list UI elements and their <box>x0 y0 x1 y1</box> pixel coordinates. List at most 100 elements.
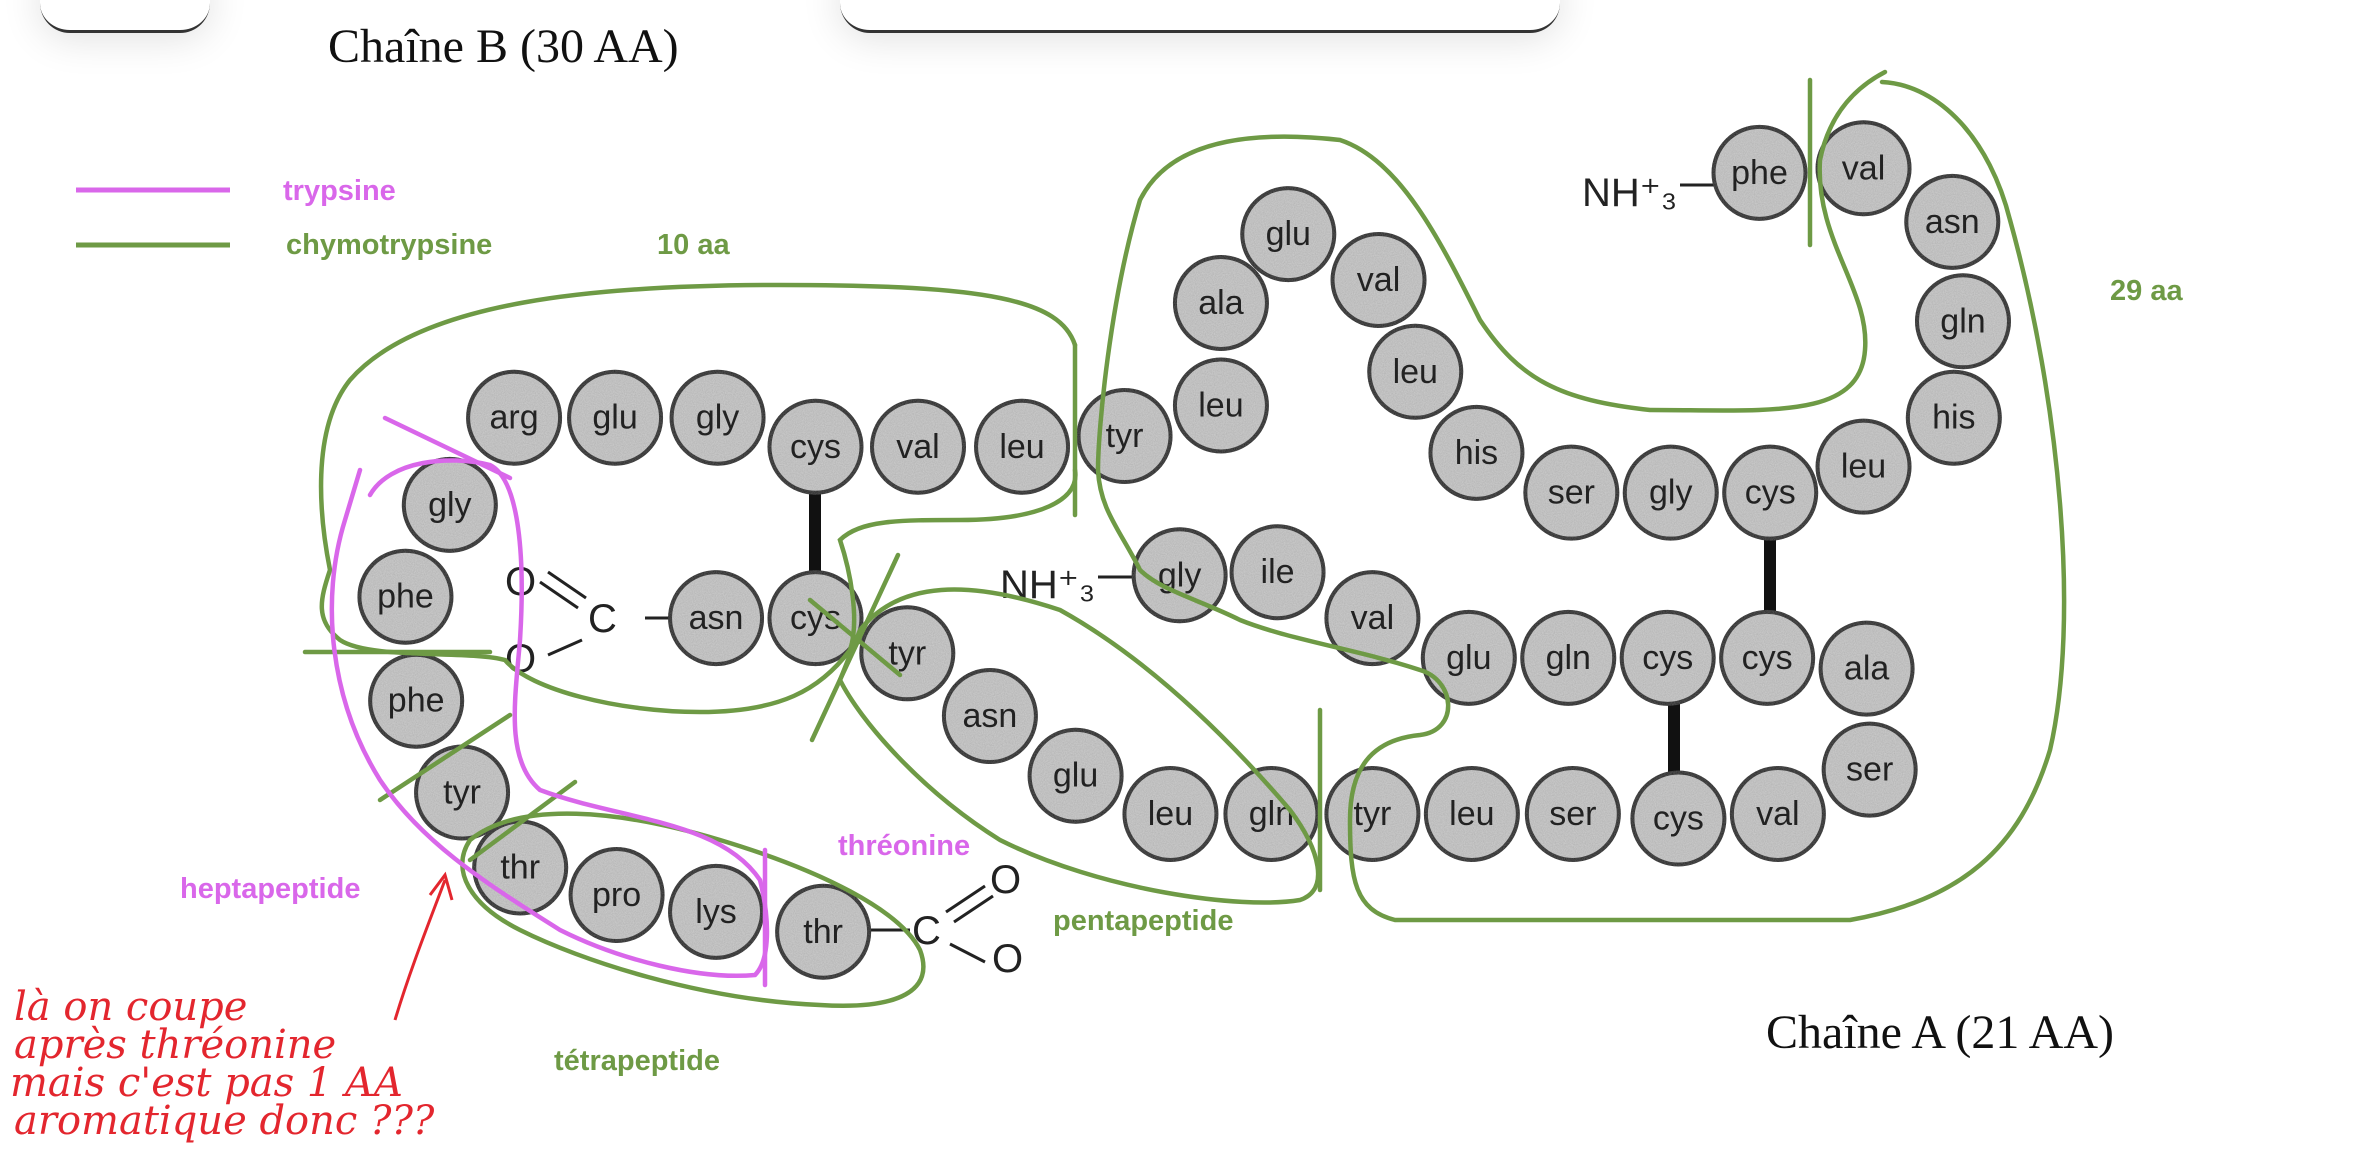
residue-label: glu <box>1053 757 1098 795</box>
residue-label: ser <box>1549 795 1596 833</box>
residue-a-13-leu: leu <box>1423 765 1520 862</box>
outline-tetrapeptide <box>460 811 926 1008</box>
residue-label: leu <box>1198 386 1243 424</box>
residue-label: ile <box>1261 553 1295 591</box>
residue-a-16-leu: leu <box>1122 765 1219 862</box>
legend-chymotrypsine-label: chymotrypsine <box>286 229 492 261</box>
chymotrypsine-annotations <box>302 69 2067 1008</box>
chain-a-c-terminus: C O O <box>505 560 670 681</box>
residue-b-20-gly: gly <box>669 369 766 466</box>
residue-b-14-ala: ala <box>1172 254 1269 351</box>
note-line-4: aromatique donc ??? <box>14 1098 435 1144</box>
residue-label: his <box>1932 399 1975 437</box>
chain-b-nh3-label: NH⁺₃ <box>1582 171 1677 215</box>
pentapeptide-label: pentapeptide <box>1053 905 1233 937</box>
double-bond-2 <box>539 580 579 610</box>
residue-b-16-tyr: tyr <box>1076 388 1173 485</box>
residue-label: pro <box>592 876 641 914</box>
residue-circle <box>1367 323 1464 420</box>
residue-b-25-phe: phe <box>368 652 465 749</box>
residue-circle <box>1630 770 1727 867</box>
residue-label: arg <box>490 399 539 437</box>
residue-b-27-thr: thr <box>472 819 569 916</box>
residue-circle <box>1914 273 2011 370</box>
residue-circle <box>1729 765 1826 862</box>
residue-b-4-gln: gln <box>1914 273 2011 370</box>
residue-label: gly <box>1649 474 1692 512</box>
residue-b-1-phe: phe <box>1711 124 1808 221</box>
residue-circle <box>1223 765 1320 862</box>
outline-10aa <box>318 282 1078 715</box>
residue-label: asn <box>962 697 1017 735</box>
residue-label: ala <box>1844 650 1889 688</box>
residue-label: tyr <box>888 634 926 672</box>
double-bond-2 <box>953 894 994 924</box>
residue-label: val <box>1842 149 1885 187</box>
residue-circle <box>859 605 956 702</box>
residue-b-10-his: his <box>1428 404 1525 501</box>
residue-circle <box>767 398 864 495</box>
residue-b-6-leu: leu <box>1815 418 1912 515</box>
residue-circle <box>1172 254 1269 351</box>
chain-b-n-terminus: NH⁺₃ <box>1582 171 1716 215</box>
outline-pentapeptide <box>837 587 1321 905</box>
legend-trypsine-label: trypsine <box>283 175 396 207</box>
residue-a-19-tyr: tyr <box>859 605 956 702</box>
residue-a-20-cys: cys <box>767 570 864 667</box>
residue-label: gln <box>1546 639 1591 677</box>
residue-label: cys <box>1642 639 1693 677</box>
cut-line-arg-gly <box>382 415 513 481</box>
note-line-1: là on coupe <box>14 984 247 1030</box>
trypsine-annotations <box>329 415 770 988</box>
residue-label: ala <box>1198 284 1243 322</box>
residue-circle <box>1122 765 1219 862</box>
residue-label: thr <box>500 849 540 887</box>
residue-label: cys <box>1745 474 1796 512</box>
residue-label: his <box>1455 434 1498 472</box>
residue-label: gly <box>428 486 471 524</box>
residue-circle <box>1818 620 1915 717</box>
carboxyl-o-b1: O <box>990 858 1021 902</box>
residue-a-2-ile: ile <box>1229 524 1326 621</box>
residue-label: cys <box>1653 800 1704 838</box>
residue-circle <box>1520 609 1617 706</box>
residue-a-12-ser: ser <box>1524 765 1621 862</box>
double-bond-1 <box>547 570 587 600</box>
residue-circle <box>767 570 864 667</box>
residue-b-17-leu: leu <box>974 398 1071 495</box>
residue-label: val <box>896 428 939 466</box>
residue-a-6-cys: cys <box>1619 609 1716 706</box>
residue-label: phe <box>377 578 434 616</box>
residue-a-7-cys: cys <box>1719 609 1816 706</box>
residue-a-11-cys: cys <box>1630 770 1727 867</box>
residue-circle <box>974 398 1071 495</box>
arrow-shaft <box>393 879 447 1021</box>
residue-b-18-val: val <box>870 398 966 495</box>
residue-a-9-ser: ser <box>1821 721 1918 818</box>
residue-label: ser <box>1548 474 1595 512</box>
residue-b-15-leu: leu <box>1172 357 1269 454</box>
legend: trypsine chymotrypsine <box>76 175 492 261</box>
residue-b-3-asn: asn <box>1904 173 2001 270</box>
fragment-29aa-label: 29 aa <box>2110 275 2183 307</box>
residue-a-14-tyr: tyr <box>1324 765 1421 862</box>
residue-a-10-val: val <box>1729 765 1826 862</box>
residue-label: tyr <box>1354 795 1392 833</box>
residue-circle <box>1904 173 2001 270</box>
residue-a-4-glu: glu <box>1420 609 1517 706</box>
residue-circle <box>1711 124 1808 221</box>
residue-b-22-arg: arg <box>466 369 563 466</box>
residue-circle <box>466 369 563 466</box>
residue-a-21-asn: asn <box>668 570 765 667</box>
residue-label: glu <box>1266 215 1311 253</box>
residue-circle <box>870 398 966 495</box>
residue-b-7-cys: cys <box>1722 444 1819 541</box>
residue-label: gln <box>1249 795 1294 833</box>
residue-circle <box>1240 186 1337 283</box>
residue-circle <box>1905 369 2002 466</box>
residue-circle <box>1229 524 1326 621</box>
residue-b-26-tyr: tyr <box>414 744 511 841</box>
residue-circle <box>1172 357 1269 454</box>
residue-circle <box>568 847 665 944</box>
residue-b-13-glu: glu <box>1240 186 1337 283</box>
